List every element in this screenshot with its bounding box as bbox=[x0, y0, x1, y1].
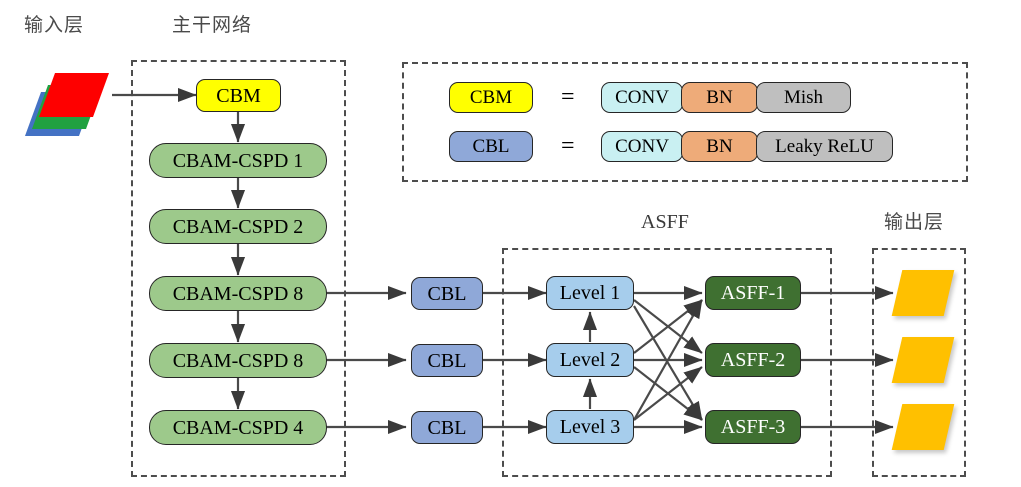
block-cbam-cspd-8-a[interactable]: CBAM-CSPD 8 bbox=[149, 276, 327, 311]
title-asff: ASFF bbox=[641, 211, 689, 233]
block-cbam-cspd-1[interactable]: CBAM-CSPD 1 bbox=[149, 143, 327, 178]
legend-cbl-part-bn: BN bbox=[681, 131, 758, 162]
legend-equals-cbm: = bbox=[561, 84, 575, 110]
block-cbam-cspd-8-b[interactable]: CBAM-CSPD 8 bbox=[149, 343, 327, 378]
block-cbam-cspd-4[interactable]: CBAM-CSPD 4 bbox=[149, 410, 327, 445]
block-cbl-3[interactable]: CBL bbox=[411, 411, 483, 444]
legend-cbl-part-leaky-relu: Leaky ReLU bbox=[756, 131, 893, 162]
block-cbam-cspd-2[interactable]: CBAM-CSPD 2 bbox=[149, 209, 327, 244]
legend-key-cbl: CBL bbox=[449, 131, 533, 162]
block-level-1[interactable]: Level 1 bbox=[546, 276, 634, 310]
output-map-1 bbox=[891, 270, 955, 316]
legend-key-cbm: CBM bbox=[449, 82, 533, 113]
legend-group-box bbox=[402, 62, 968, 182]
output-map-3 bbox=[891, 404, 955, 450]
title-output-layer: 输出层 bbox=[884, 212, 945, 233]
block-level-3[interactable]: Level 3 bbox=[546, 410, 634, 444]
output-group-box bbox=[872, 248, 966, 477]
legend-equals-cbl: = bbox=[561, 133, 575, 159]
legend-cbm-part-conv: CONV bbox=[601, 82, 683, 113]
input-sheet-red bbox=[38, 73, 110, 117]
block-cbl-2[interactable]: CBL bbox=[411, 344, 483, 377]
block-asff-3[interactable]: ASFF-3 bbox=[705, 410, 801, 444]
block-asff-2[interactable]: ASFF-2 bbox=[705, 343, 801, 377]
legend-cbm-part-mish: Mish bbox=[756, 82, 851, 113]
block-cbl-1[interactable]: CBL bbox=[411, 277, 483, 310]
title-input-layer: 输入层 bbox=[24, 15, 85, 36]
legend-cbm-part-bn: BN bbox=[681, 82, 758, 113]
legend-cbl-part-conv: CONV bbox=[601, 131, 683, 162]
block-cbm[interactable]: CBM bbox=[196, 79, 281, 112]
block-asff-1[interactable]: ASFF-1 bbox=[705, 276, 801, 310]
backbone-group-box bbox=[131, 60, 346, 477]
block-level-2[interactable]: Level 2 bbox=[546, 343, 634, 377]
asff-group-box bbox=[502, 248, 832, 477]
title-backbone: 主干网络 bbox=[172, 15, 253, 36]
output-map-2 bbox=[891, 337, 955, 383]
